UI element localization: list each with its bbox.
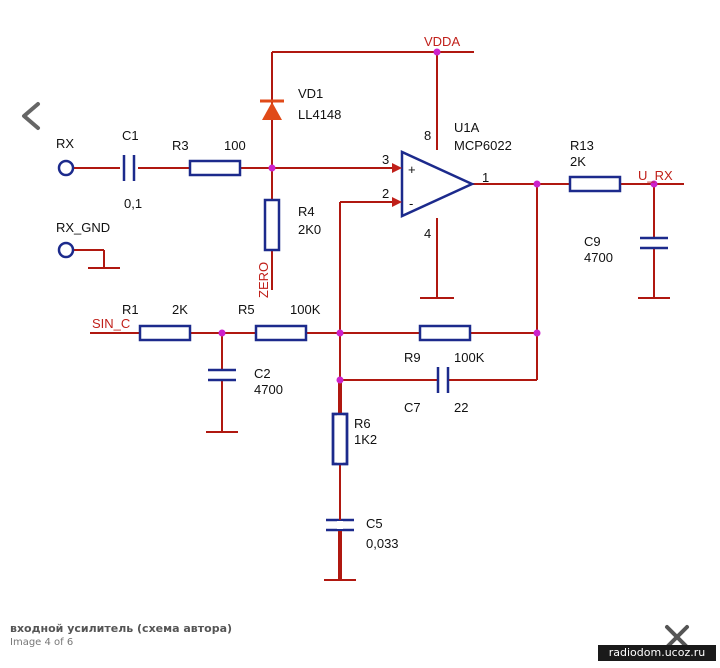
minus-sign: -	[409, 196, 413, 211]
c7-ref: C7	[404, 400, 421, 415]
r3-resistor	[188, 159, 242, 177]
watermark: radiodom.ucoz.ru	[598, 645, 716, 661]
r4-resistor	[263, 198, 281, 252]
c7-value: 22	[454, 400, 468, 415]
sin-c-label: SIN_C	[92, 316, 130, 331]
rx-gnd-label: RX_GND	[56, 220, 110, 235]
plus-sign: +	[408, 162, 416, 177]
pin3-arrow	[392, 163, 402, 173]
image-counter: Image 4 of 6	[10, 637, 74, 648]
previous-image-button[interactable]	[14, 98, 50, 134]
r5-resistor	[254, 324, 308, 342]
c5-ref: C5	[366, 516, 383, 531]
pin4-label: 4	[424, 226, 431, 241]
pin2-label: 2	[382, 186, 389, 201]
chevron-left-icon	[22, 102, 40, 130]
r6-resistor-body	[331, 412, 349, 466]
vd1-value: LL4148	[298, 107, 341, 122]
c1-value: 0,1	[124, 196, 142, 211]
r4-ref: R4	[298, 204, 315, 219]
r9-resistor	[418, 324, 472, 342]
opamp-symbol	[400, 150, 476, 218]
r6-ref: R6	[354, 416, 371, 431]
opamp-part: MCP6022	[454, 138, 512, 153]
r1-resistor	[138, 324, 192, 342]
diode-vd1	[260, 99, 284, 120]
r6-value: 1K2	[354, 432, 377, 447]
r1-value: 2K	[172, 302, 188, 317]
close-icon	[665, 625, 689, 649]
c2-ref: C2	[254, 366, 271, 381]
pin1-label: 1	[482, 170, 489, 185]
zero-label: ZERO	[256, 262, 271, 298]
rx-label: RX	[56, 136, 74, 151]
rx-gnd-terminal	[57, 241, 75, 259]
c5-value: 0,033	[366, 536, 399, 551]
r5-value: 100K	[290, 302, 321, 317]
rx-terminal	[57, 159, 75, 177]
components	[57, 150, 668, 532]
pin2-arrow	[392, 197, 402, 207]
opamp-ref: U1A	[454, 120, 480, 135]
r5-ref: R5	[238, 302, 255, 317]
vd1-ref: VD1	[298, 86, 323, 101]
c2-value: 4700	[254, 382, 283, 397]
r4-value: 2K0	[298, 222, 321, 237]
close-button[interactable]	[662, 622, 692, 652]
r9-value: 100K	[454, 350, 485, 365]
image-caption: входной усилитель (схема автора)	[10, 622, 233, 635]
u-rx-label: U_RX	[638, 168, 673, 183]
c9-value: 4700	[584, 250, 613, 265]
r3-value: 100	[224, 138, 246, 153]
pin3-label: 3	[382, 152, 389, 167]
c1-ref: C1	[122, 128, 139, 143]
c9-ref: C9	[584, 234, 601, 249]
junction-nodes	[218, 48, 658, 384]
pin8-label: 8	[424, 128, 431, 143]
r13-ref: R13	[570, 138, 594, 153]
r9-ref: R9	[404, 350, 421, 365]
r13-resistor	[568, 175, 622, 193]
r1-ref: R1	[122, 302, 139, 317]
r13-value: 2K	[570, 154, 586, 169]
vdda-label: VDDA	[424, 34, 460, 49]
wires	[74, 51, 684, 581]
r3-ref: R3	[172, 138, 189, 153]
